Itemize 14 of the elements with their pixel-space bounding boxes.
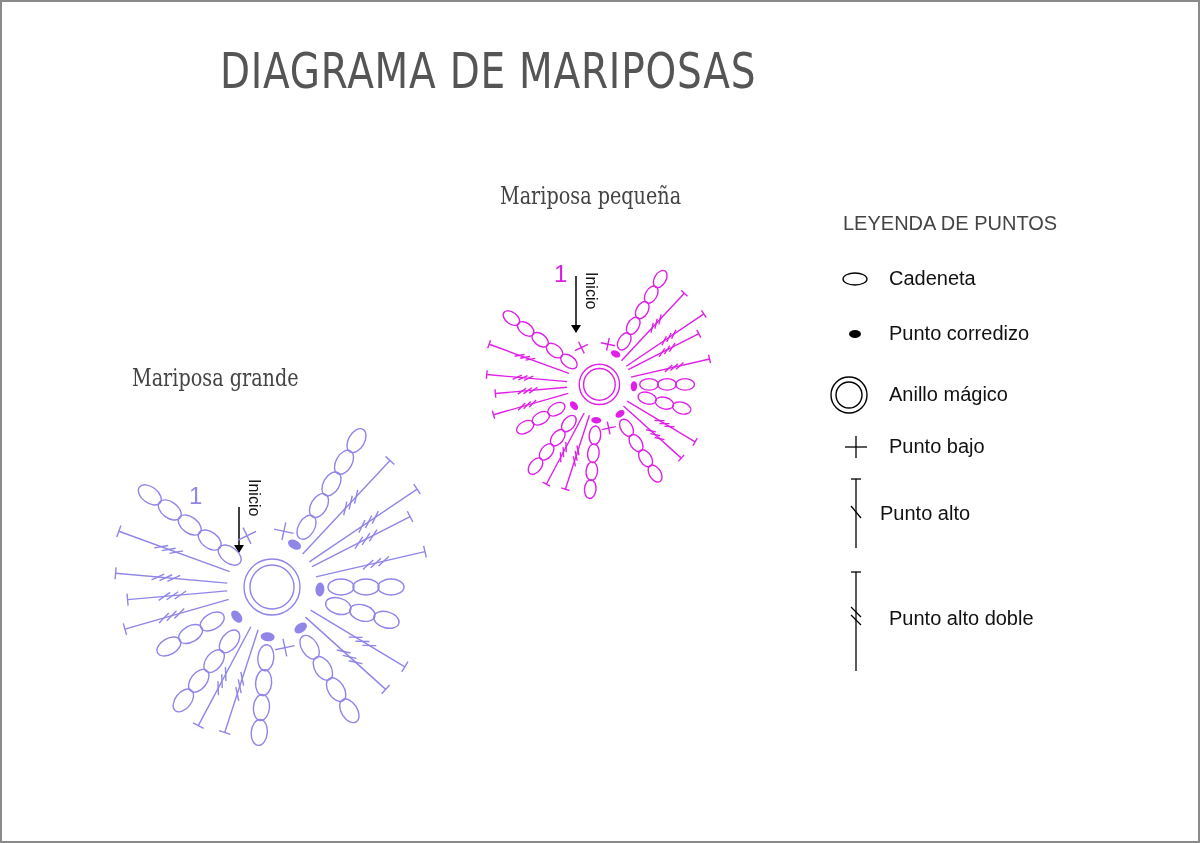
legend-label: Punto alto doble bbox=[889, 607, 1034, 630]
start-label: Inicio bbox=[245, 479, 263, 517]
round-number: 1 bbox=[189, 482, 203, 510]
legend-label: Cadeneta bbox=[889, 267, 976, 290]
title: DIAGRAMA DE MARIPOSAS bbox=[220, 42, 757, 100]
legend-heading: LEYENDA DE PUNTOS bbox=[843, 212, 1058, 235]
chart-heading: Mariposa pequeña bbox=[500, 182, 682, 210]
legend-label: Punto bajo bbox=[889, 435, 985, 458]
chart-heading: Mariposa grande bbox=[132, 364, 299, 392]
legend-label: Anillo mágico bbox=[889, 383, 1008, 406]
start-label: Inicio bbox=[582, 272, 600, 310]
legend-label: Punto corredizo bbox=[889, 322, 1030, 345]
legend-label: Punto alto bbox=[880, 502, 971, 525]
round-number: 1 bbox=[554, 260, 568, 288]
